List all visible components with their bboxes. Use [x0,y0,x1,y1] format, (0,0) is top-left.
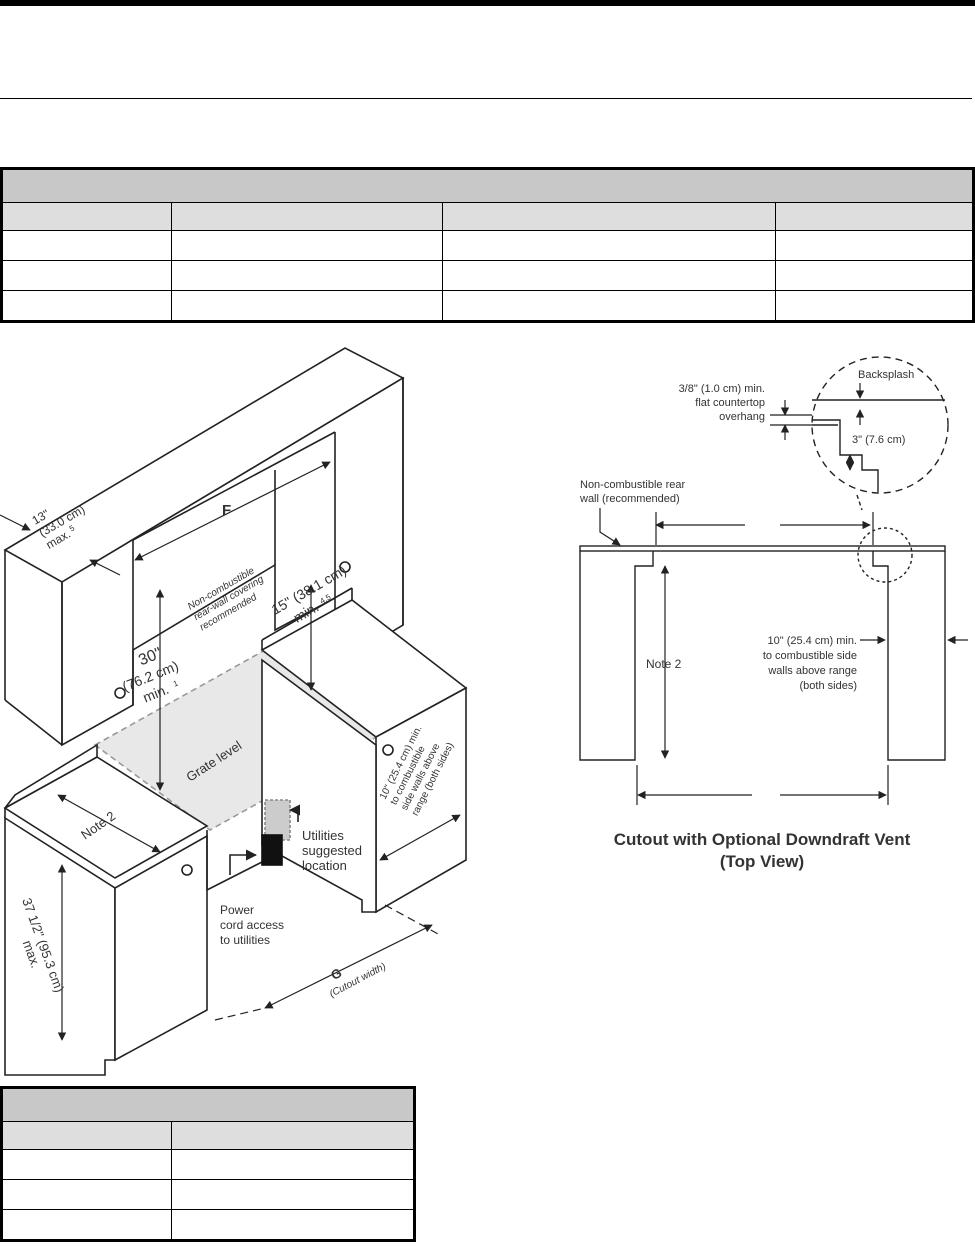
label-utilities-3: location [302,858,347,873]
power-cord-box [261,834,283,866]
label-note2-topview: Note 2 [646,657,682,671]
label-overhang-3: overhang [719,411,765,423]
right-diagram-labels: Backsplash 3/8" (1.0 cm) min. flat count… [579,369,914,871]
left-counter [579,551,654,761]
table-title-band [1,168,974,203]
label-overhang-2: flat countertop [695,397,765,409]
label-3-in: 3" (7.6 cm) [852,434,905,446]
table-header-cell [775,202,974,231]
label-30-sup: 1 [172,678,180,688]
table-header-cell [171,1121,415,1150]
table-header-cell [171,202,443,231]
table-row [1,230,974,261]
table-row [1,290,974,322]
label-G: G [328,965,344,983]
rear-wall [579,545,946,552]
diagram-caption-1: Cutout with Optional Downdraft Vent [614,830,911,849]
label-rear-wall-2: wall (recommended) [579,493,680,505]
table-row [1,1209,415,1241]
label-utilities-2: suggested [302,843,362,858]
label-power-2: cord access [220,918,284,932]
table-row [1,260,974,291]
dimensions-table-bottom [0,1086,416,1242]
label-10-topview-2: to combustible side [763,650,857,662]
table-title-band [1,1087,415,1122]
label-power-3: to utilities [220,933,270,947]
label-backsplash: Backsplash [858,369,914,381]
label-rear-wall-1: Non-combustible rear [580,479,685,491]
right-counter [872,551,946,761]
label-power-1: Power [220,903,254,917]
label-10-topview-4: (both sides) [800,680,857,692]
label-10-topview-1: 10" (25.4 cm) min. [768,635,858,647]
dimensions-table-top [0,167,975,323]
utilities-box [264,799,291,841]
header-divider [0,98,972,99]
top-rule-bar [0,0,975,6]
diagram-caption-2: (Top View) [720,852,804,871]
isometric-cabinet-diagram [3,347,468,1076]
table-header-cell [1,202,172,231]
label-13-sup: 5 [68,523,77,533]
label-utilities-1: Utilities [302,828,344,843]
label-10-topview-3: walls above range [767,665,857,677]
table-header-cell [442,202,776,231]
label-overhang-1: 3/8" (1.0 cm) min. [679,383,765,395]
label-F: F [222,502,231,519]
